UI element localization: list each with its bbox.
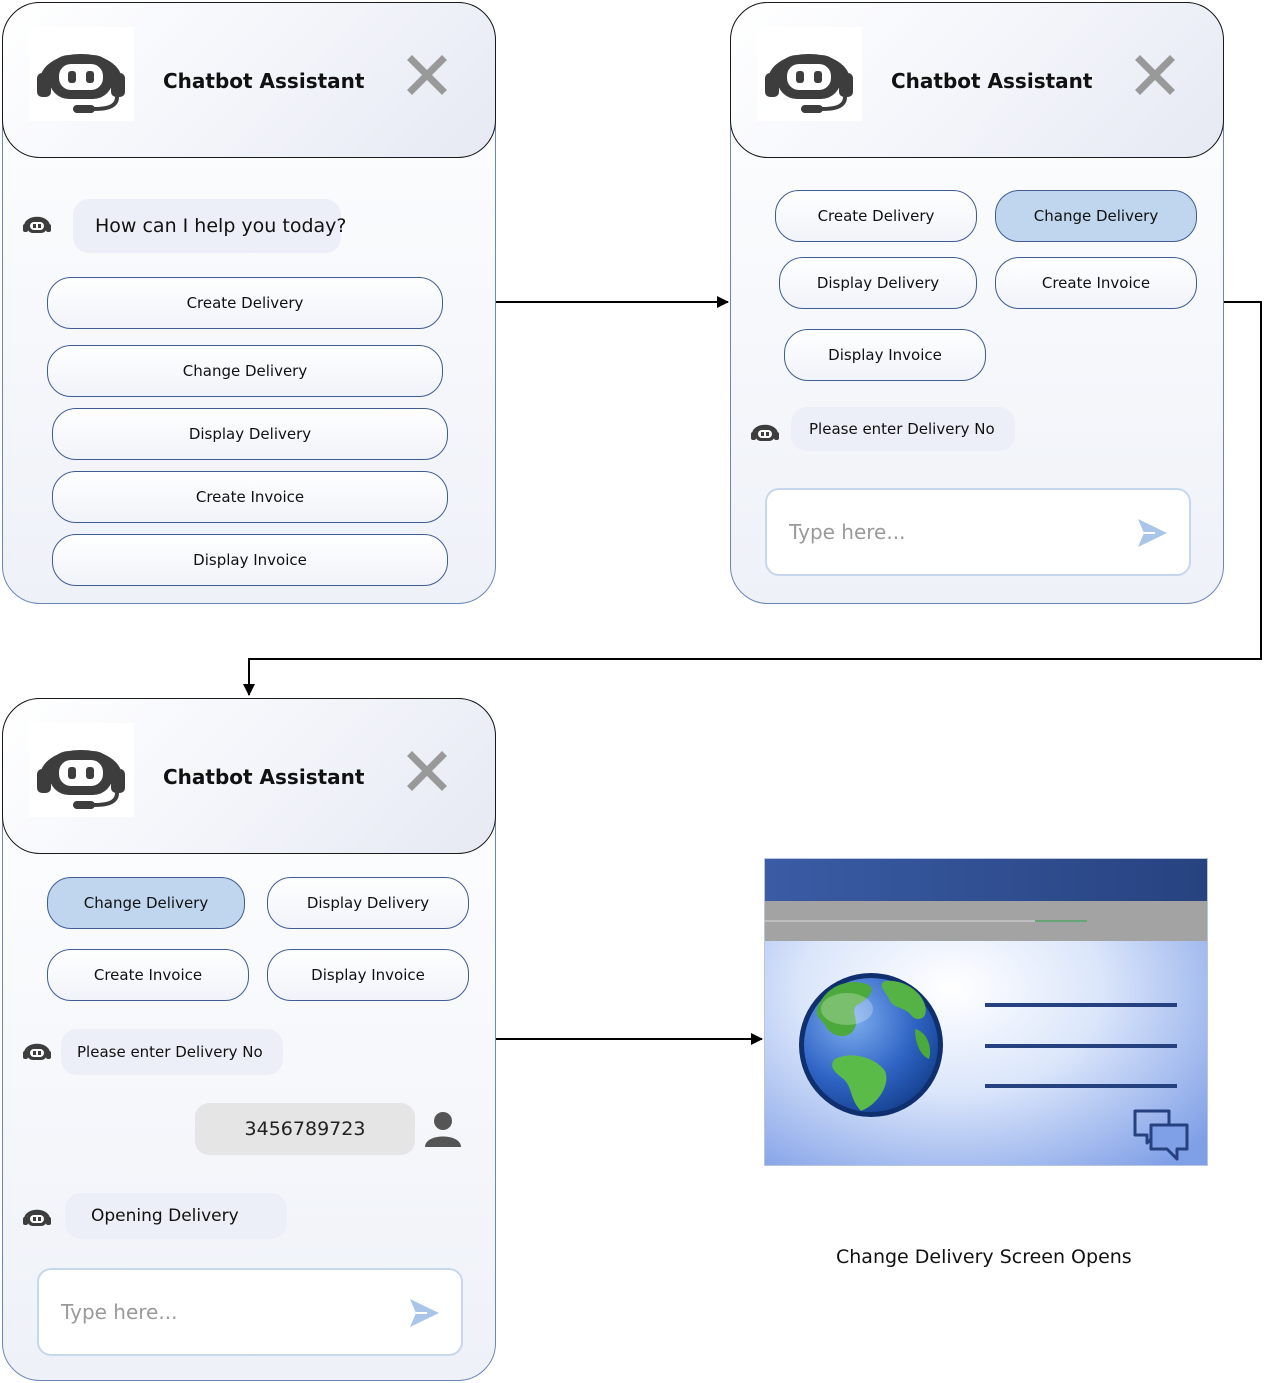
bot-reply-bubble: Opening Delivery (65, 1193, 287, 1239)
chatbot-logo (29, 723, 134, 817)
screen-title-bar (765, 859, 1207, 901)
bot-message-bubble: Please enter Delivery No (61, 1029, 283, 1075)
bot-avatar-icon (23, 1043, 51, 1060)
chat-header: Chatbot Assistant (2, 698, 496, 854)
option-create-delivery[interactable]: Create Delivery (775, 190, 977, 242)
chatbot-headset-icon (765, 54, 853, 113)
bot-message-bubble: Please enter Delivery No (791, 407, 1015, 451)
chatbot-logo (29, 27, 134, 121)
option-create-invoice[interactable]: Create Invoice (52, 471, 448, 523)
option-display-invoice[interactable]: Display Invoice (267, 949, 469, 1001)
input-placeholder: Type here... (789, 520, 906, 544)
chatbot-panel-delivery-entered: Chatbot Assistant Change Delivery Displa… (2, 698, 496, 1381)
option-create-invoice[interactable]: Create Invoice (47, 949, 249, 1001)
chatbot-headset-icon (37, 54, 125, 113)
chat-bubbles-icon (1133, 1109, 1189, 1161)
chatbot-headset-icon (37, 750, 125, 809)
option-display-invoice[interactable]: Display Invoice (784, 329, 986, 381)
option-change-delivery-selected[interactable]: Change Delivery (47, 877, 245, 929)
user-icon (425, 1112, 461, 1147)
option-display-delivery[interactable]: Display Delivery (779, 257, 977, 309)
option-display-delivery[interactable]: Display Delivery (52, 408, 448, 460)
change-delivery-screen-thumbnail (764, 858, 1208, 1166)
close-icon[interactable] (407, 751, 447, 791)
option-display-invoice[interactable]: Display Invoice (52, 534, 448, 586)
chat-title: Chatbot Assistant (891, 69, 1093, 93)
close-icon[interactable] (407, 55, 447, 95)
option-create-delivery[interactable]: Create Delivery (47, 277, 443, 329)
chat-header: Chatbot Assistant (2, 2, 496, 158)
bot-avatar-icon (751, 424, 779, 441)
bot-greeting-bubble: How can I help you today? (73, 199, 346, 253)
chatbot-panel-option-selected: Chatbot Assistant Create Delivery Change… (730, 2, 1224, 604)
screen-illustration (765, 859, 1207, 1165)
chat-header: Chatbot Assistant (730, 2, 1224, 158)
chat-title: Chatbot Assistant (163, 69, 365, 93)
option-change-delivery-selected[interactable]: Change Delivery (995, 190, 1197, 242)
close-icon[interactable] (1135, 55, 1175, 95)
chat-input[interactable]: Type here... (765, 488, 1191, 576)
chatbot-panel-initial: Chatbot Assistant How can I help you tod… (2, 2, 496, 604)
user-message-bubble: 3456789723 (195, 1103, 415, 1155)
option-change-delivery[interactable]: Change Delivery (47, 345, 443, 397)
option-display-delivery[interactable]: Display Delivery (267, 877, 469, 929)
input-placeholder: Type here... (61, 1300, 178, 1324)
chat-input[interactable]: Type here... (37, 1268, 463, 1356)
chat-title: Chatbot Assistant (163, 765, 365, 789)
bot-avatar-icon (23, 216, 51, 233)
connector-panel2-to-panel3 (243, 301, 1262, 696)
send-icon[interactable] (1135, 516, 1169, 550)
send-icon[interactable] (407, 1296, 441, 1330)
result-caption: Change Delivery Screen Opens (836, 1246, 1132, 1268)
globe-icon (799, 973, 943, 1117)
bot-avatar-icon (23, 1209, 51, 1226)
chatbot-logo (757, 27, 862, 121)
option-create-invoice[interactable]: Create Invoice (995, 257, 1197, 309)
